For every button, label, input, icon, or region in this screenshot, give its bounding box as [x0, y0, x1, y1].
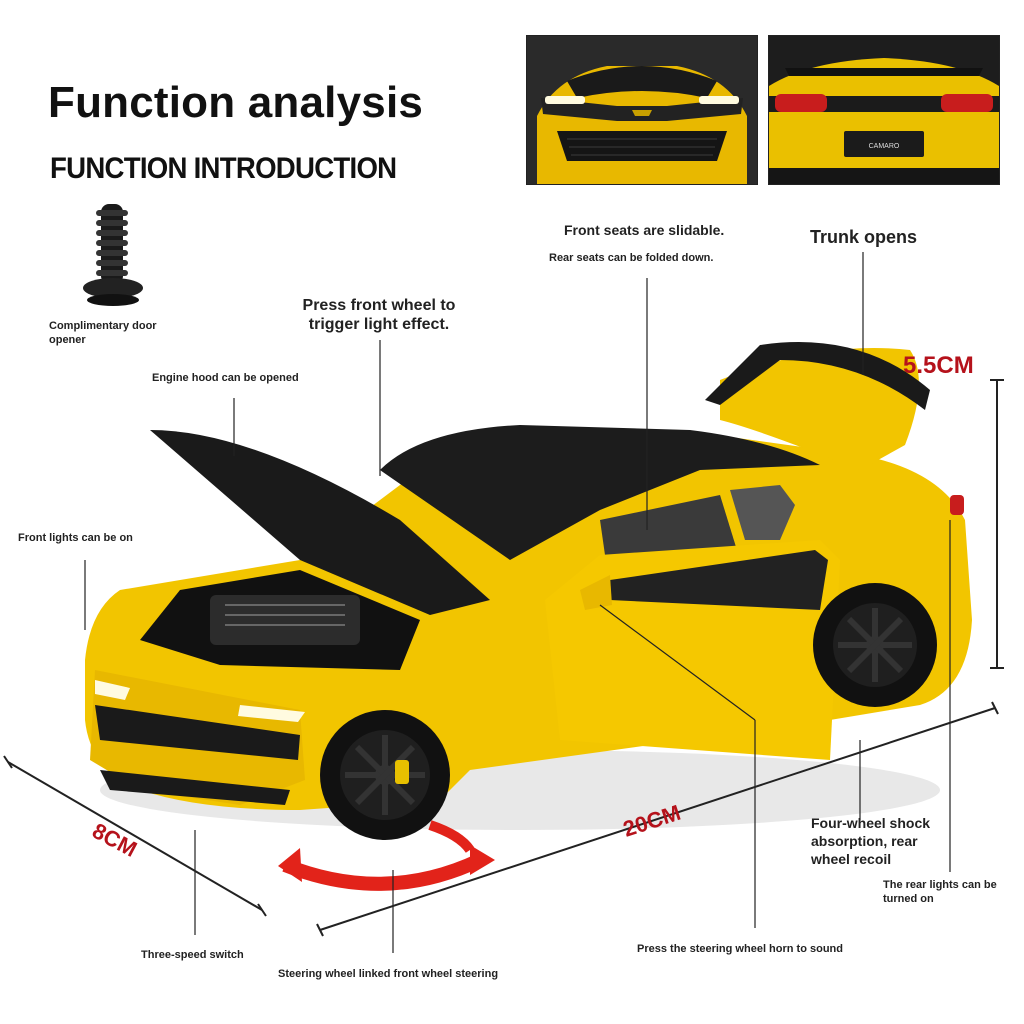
- label-shock-1: Four-wheel shock: [811, 815, 931, 831]
- label-press-wheel-1: Press front wheel to: [302, 297, 456, 314]
- label-rear-seats: Rear seats can be folded down.: [549, 252, 714, 264]
- label-rear-lights-2: turned on: [883, 893, 934, 905]
- door-opener-label-2: opener: [49, 334, 86, 346]
- label-front-lights: Front lights can be on: [18, 532, 133, 544]
- door-opener-label-1: Complimentary door: [49, 320, 157, 332]
- label-shock-2: absorption, rear: [811, 833, 918, 849]
- label-trunk: Trunk opens: [810, 227, 918, 247]
- label-engine-hood: Engine hood can be opened: [152, 372, 299, 384]
- page-title: Function analysis: [48, 78, 424, 127]
- rear-badge-text: CAMARO: [869, 143, 900, 150]
- label-horn: Press the steering wheel horn to sound: [637, 943, 843, 955]
- screw-icon: [83, 204, 143, 306]
- dimension-height: 5.5CM: [903, 352, 974, 379]
- label-press-wheel-2: trigger light effect.: [308, 316, 450, 333]
- label-rear-lights-1: The rear lights can be: [883, 879, 997, 891]
- label-front-seats: Front seats are slidable.: [564, 222, 725, 238]
- page-subtitle: FUNCTION INTRODUCTION: [50, 152, 397, 185]
- label-three-speed: Three-speed switch: [141, 949, 244, 961]
- label-steering: Steering wheel linked front wheel steeri…: [278, 968, 499, 980]
- rear-view-photo: CAMARO: [768, 35, 1000, 185]
- front-view-photo: [526, 35, 758, 185]
- label-shock-3: wheel recoil: [811, 851, 892, 867]
